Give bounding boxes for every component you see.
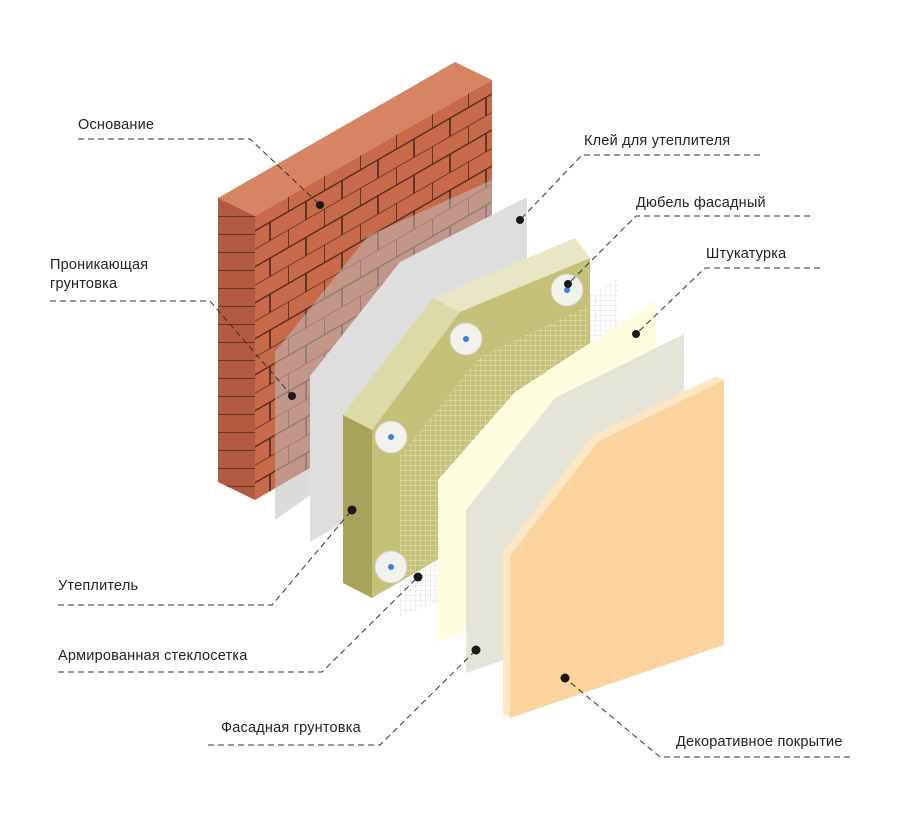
decorative-coating [503,376,724,718]
label-facade-primer: Фасадная грунтовка [221,720,361,736]
leader-lines [50,138,850,758]
dowel-icon [374,550,408,584]
label-penetrating-primer: Проникающая грунтовка [50,256,148,294]
label-mesh: Армированная стеклосетка [58,648,248,664]
dowels [374,273,584,584]
leader-dots [288,201,640,683]
label-adhesive: Клей для утеплителя [584,133,731,149]
label-insulation: Утеплитель [58,578,139,594]
dowel-icon [449,322,483,356]
label-line: Проникающая [50,257,149,273]
label-dowel: Дюбель фасадный [636,195,766,211]
label-base: Основание [78,117,155,133]
dowel-icon [374,420,408,454]
label-decorative: Декоративное покрытие [676,734,843,750]
label-line: грунтовка [50,276,118,292]
dowel-icon [550,273,584,307]
label-plaster: Штукатурка [706,246,787,262]
